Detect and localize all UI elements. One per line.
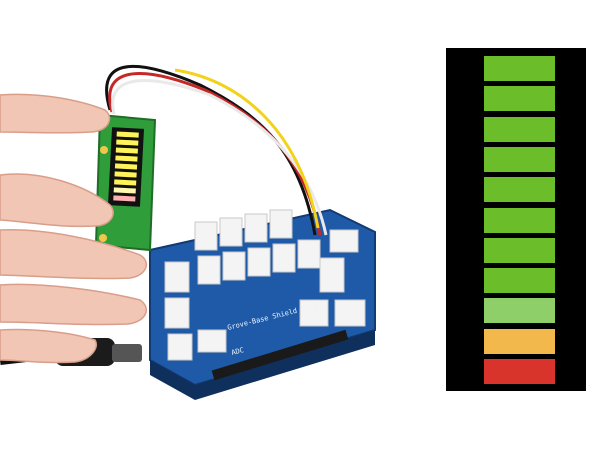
led-segment: [484, 86, 555, 112]
led-segment: [484, 116, 555, 142]
hand: [0, 93, 148, 364]
grove-connectors: [164, 209, 366, 361]
led-segment: [484, 177, 555, 203]
led-bar-module: [94, 113, 157, 252]
led-segment: [484, 237, 555, 263]
led-segment: [484, 146, 555, 172]
product-photo: Grove-Base Shield V1.3 ADC: [0, 64, 376, 400]
led-bar-graph-diagram: [446, 48, 586, 391]
led-segment: [484, 268, 555, 294]
led-segment: [484, 207, 555, 233]
led-segment: [484, 56, 555, 81]
grove-cable: [105, 64, 328, 236]
adc-label: ADC: [231, 346, 245, 357]
led-segment: [484, 359, 555, 384]
led-segment: [484, 328, 555, 354]
led-segment: [484, 298, 555, 324]
